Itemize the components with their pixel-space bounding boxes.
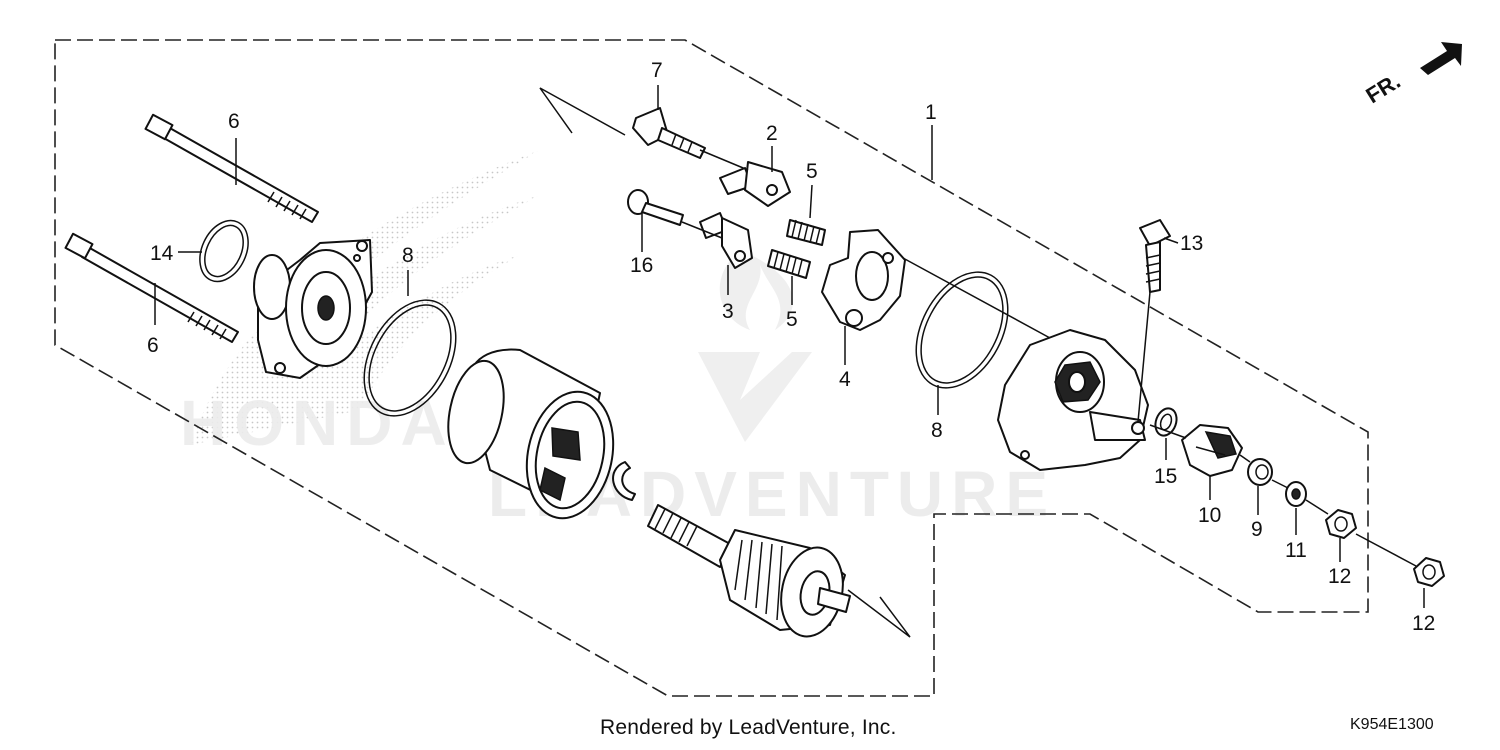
washer-11: [1285, 481, 1307, 507]
callout-16: 16: [630, 254, 653, 277]
yoke-housing: [447, 348, 615, 520]
svg-text:FR.: FR.: [1361, 68, 1404, 108]
brush-lower: [699, 212, 753, 269]
snap-ring-clip: [612, 461, 636, 501]
front-direction-arrow: FR.: [1361, 42, 1462, 108]
callout-5-lower: 5: [786, 308, 798, 331]
callout-8-rear: 8: [931, 419, 943, 442]
svg-text:HONDA: HONDA: [180, 387, 455, 459]
callout-1: 1: [925, 101, 937, 124]
brush-holder-plate: [821, 229, 906, 331]
terminal-bolt: [632, 107, 706, 159]
nut-lower: [1413, 557, 1445, 587]
callout-3: 3: [722, 300, 734, 323]
through-bolt-upper: [144, 113, 319, 223]
callout-2: 2: [766, 122, 778, 145]
callout-11: 11: [1285, 539, 1307, 562]
callout-12-upper: 12: [1328, 565, 1351, 588]
diagram-code: K954E1300: [1350, 716, 1434, 733]
callout-6-lower: 6: [147, 334, 159, 357]
assembly-centerlines: [681, 149, 1417, 567]
nut-upper: [1325, 509, 1357, 539]
callout-14: 14: [150, 242, 174, 265]
armature: [647, 504, 851, 638]
callouts: 1 2 3 4 5 5 6 6 7 8 8 9 10 11 12 12 13 1…: [147, 59, 1435, 635]
callout-8-front: 8: [402, 244, 414, 267]
brush-screw: [627, 189, 684, 226]
small-o-ring: [199, 219, 249, 283]
through-bolt-lower: [64, 232, 239, 343]
assembly-boundary: [54, 39, 1369, 697]
brush-upper: [719, 161, 791, 207]
front-cover: [253, 239, 373, 379]
callout-12-lower: 12: [1412, 612, 1435, 635]
footer-credit: Rendered by LeadVenture, Inc.: [600, 716, 897, 739]
assembly-axis-lines: [539, 87, 911, 638]
callout-13: 13: [1180, 232, 1203, 255]
mounting-bolt: [1139, 219, 1171, 293]
callout-5-upper: 5: [806, 160, 818, 183]
brush-spring-lower: [767, 249, 811, 279]
callout-10: 10: [1198, 504, 1221, 527]
rear-cover: [997, 329, 1149, 471]
terminal-insulator: [1181, 424, 1243, 477]
callout-6-upper: 6: [228, 110, 240, 133]
o-ring-rear: [915, 271, 1009, 389]
callout-4: 4: [839, 368, 851, 391]
brush-spring-upper: [786, 219, 826, 246]
callout-15: 15: [1154, 465, 1177, 488]
o-ring-front: [363, 299, 457, 417]
leader-lines: [154, 85, 1425, 608]
callout-7: 7: [651, 59, 663, 82]
callout-9: 9: [1251, 518, 1263, 541]
terminal-bush: [1247, 458, 1273, 486]
